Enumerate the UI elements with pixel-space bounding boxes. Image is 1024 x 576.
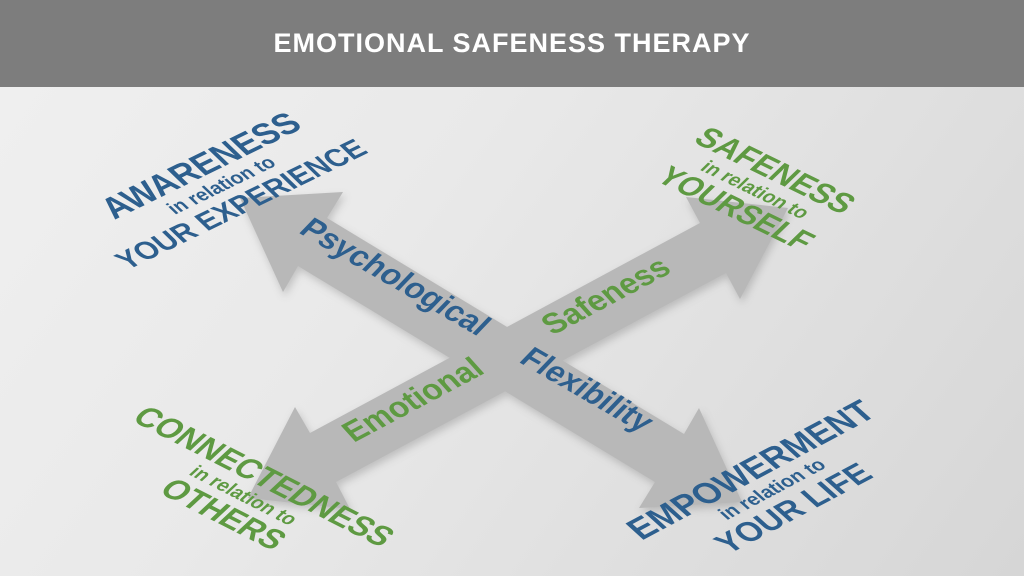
axis-word-psychological: Psychological [292, 211, 499, 342]
axis-word-emotional: Emotional [334, 351, 491, 449]
axis-word-flexibility: Flexibility [512, 340, 662, 439]
corner-label-top-right: SAFENESS in relation to YOURSELF [648, 121, 864, 257]
axis-word-safeness: Safeness [533, 250, 678, 341]
slide-title: EMOTIONAL SAFENESS THERAPY [273, 28, 751, 58]
corner-label-bottom-right: EMPOWERMENT in relation to YOUR LIFE [618, 394, 924, 576]
title-bar: EMOTIONAL SAFENESS THERAPY [0, 0, 1024, 87]
